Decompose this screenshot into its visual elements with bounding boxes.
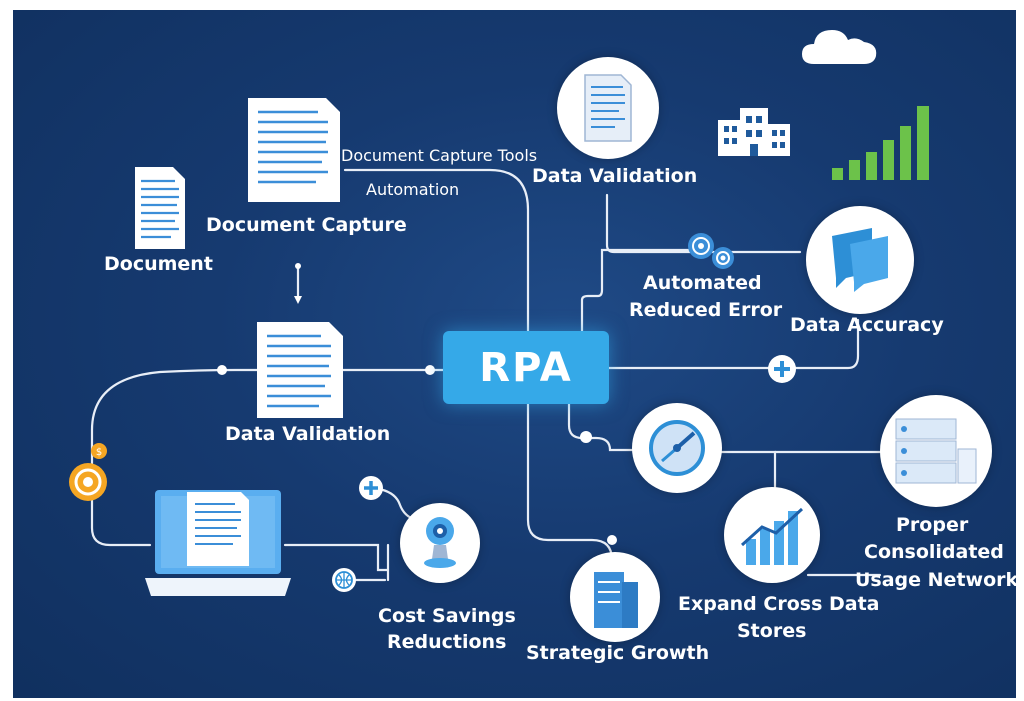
coin-icon: $ — [66, 440, 114, 504]
reductions-label: Reductions — [387, 631, 507, 653]
consolidated-label: Consolidated — [864, 541, 1004, 563]
expand-cross-data-label: Expand Cross Data — [678, 593, 880, 615]
gauge-circle — [632, 403, 722, 493]
laptop-icon — [145, 484, 291, 600]
server-circle — [880, 395, 992, 507]
growth-bars-icon — [830, 100, 936, 180]
data-accuracy-label: Data Accuracy — [790, 314, 944, 336]
globe-icon — [330, 566, 358, 594]
automated-label: Automated — [643, 272, 762, 294]
cost-savings-label: Cost Savings — [378, 605, 516, 627]
rpa-label: RPA — [479, 344, 573, 391]
automation-label: Automation — [366, 180, 460, 199]
reduced-error-label: Reduced Error — [629, 299, 783, 321]
document-capture-icon — [246, 96, 342, 204]
capture-tools-label: Document Capture Tools — [341, 146, 538, 165]
usage-network-label: Usage Network — [855, 569, 1019, 591]
plus-icon — [766, 353, 798, 385]
analytics-circle — [724, 487, 820, 583]
plus-icon — [357, 474, 385, 502]
webcam-circle — [400, 503, 480, 583]
data-validation-left-label: Data Validation — [225, 423, 391, 445]
printer-circle — [570, 552, 660, 642]
data-accuracy-circle — [806, 206, 914, 314]
rpa-center-node: RPA — [443, 331, 609, 404]
document-icon — [133, 165, 187, 251]
document-label: Document — [104, 253, 213, 275]
svg-text:$: $ — [96, 447, 102, 458]
data-validation-top-label: Data Validation — [532, 165, 698, 187]
strategic-growth-label: Strategic Growth — [526, 642, 710, 664]
document-capture-label: Document Capture — [206, 214, 407, 236]
data-validation-circle — [557, 57, 659, 159]
stores-label: Stores — [737, 620, 807, 642]
building-icon — [716, 106, 792, 158]
gears-icon — [683, 226, 739, 276]
cloud-icon — [800, 22, 880, 68]
proper-label: Proper — [896, 514, 969, 536]
validation-document-icon — [255, 320, 345, 420]
